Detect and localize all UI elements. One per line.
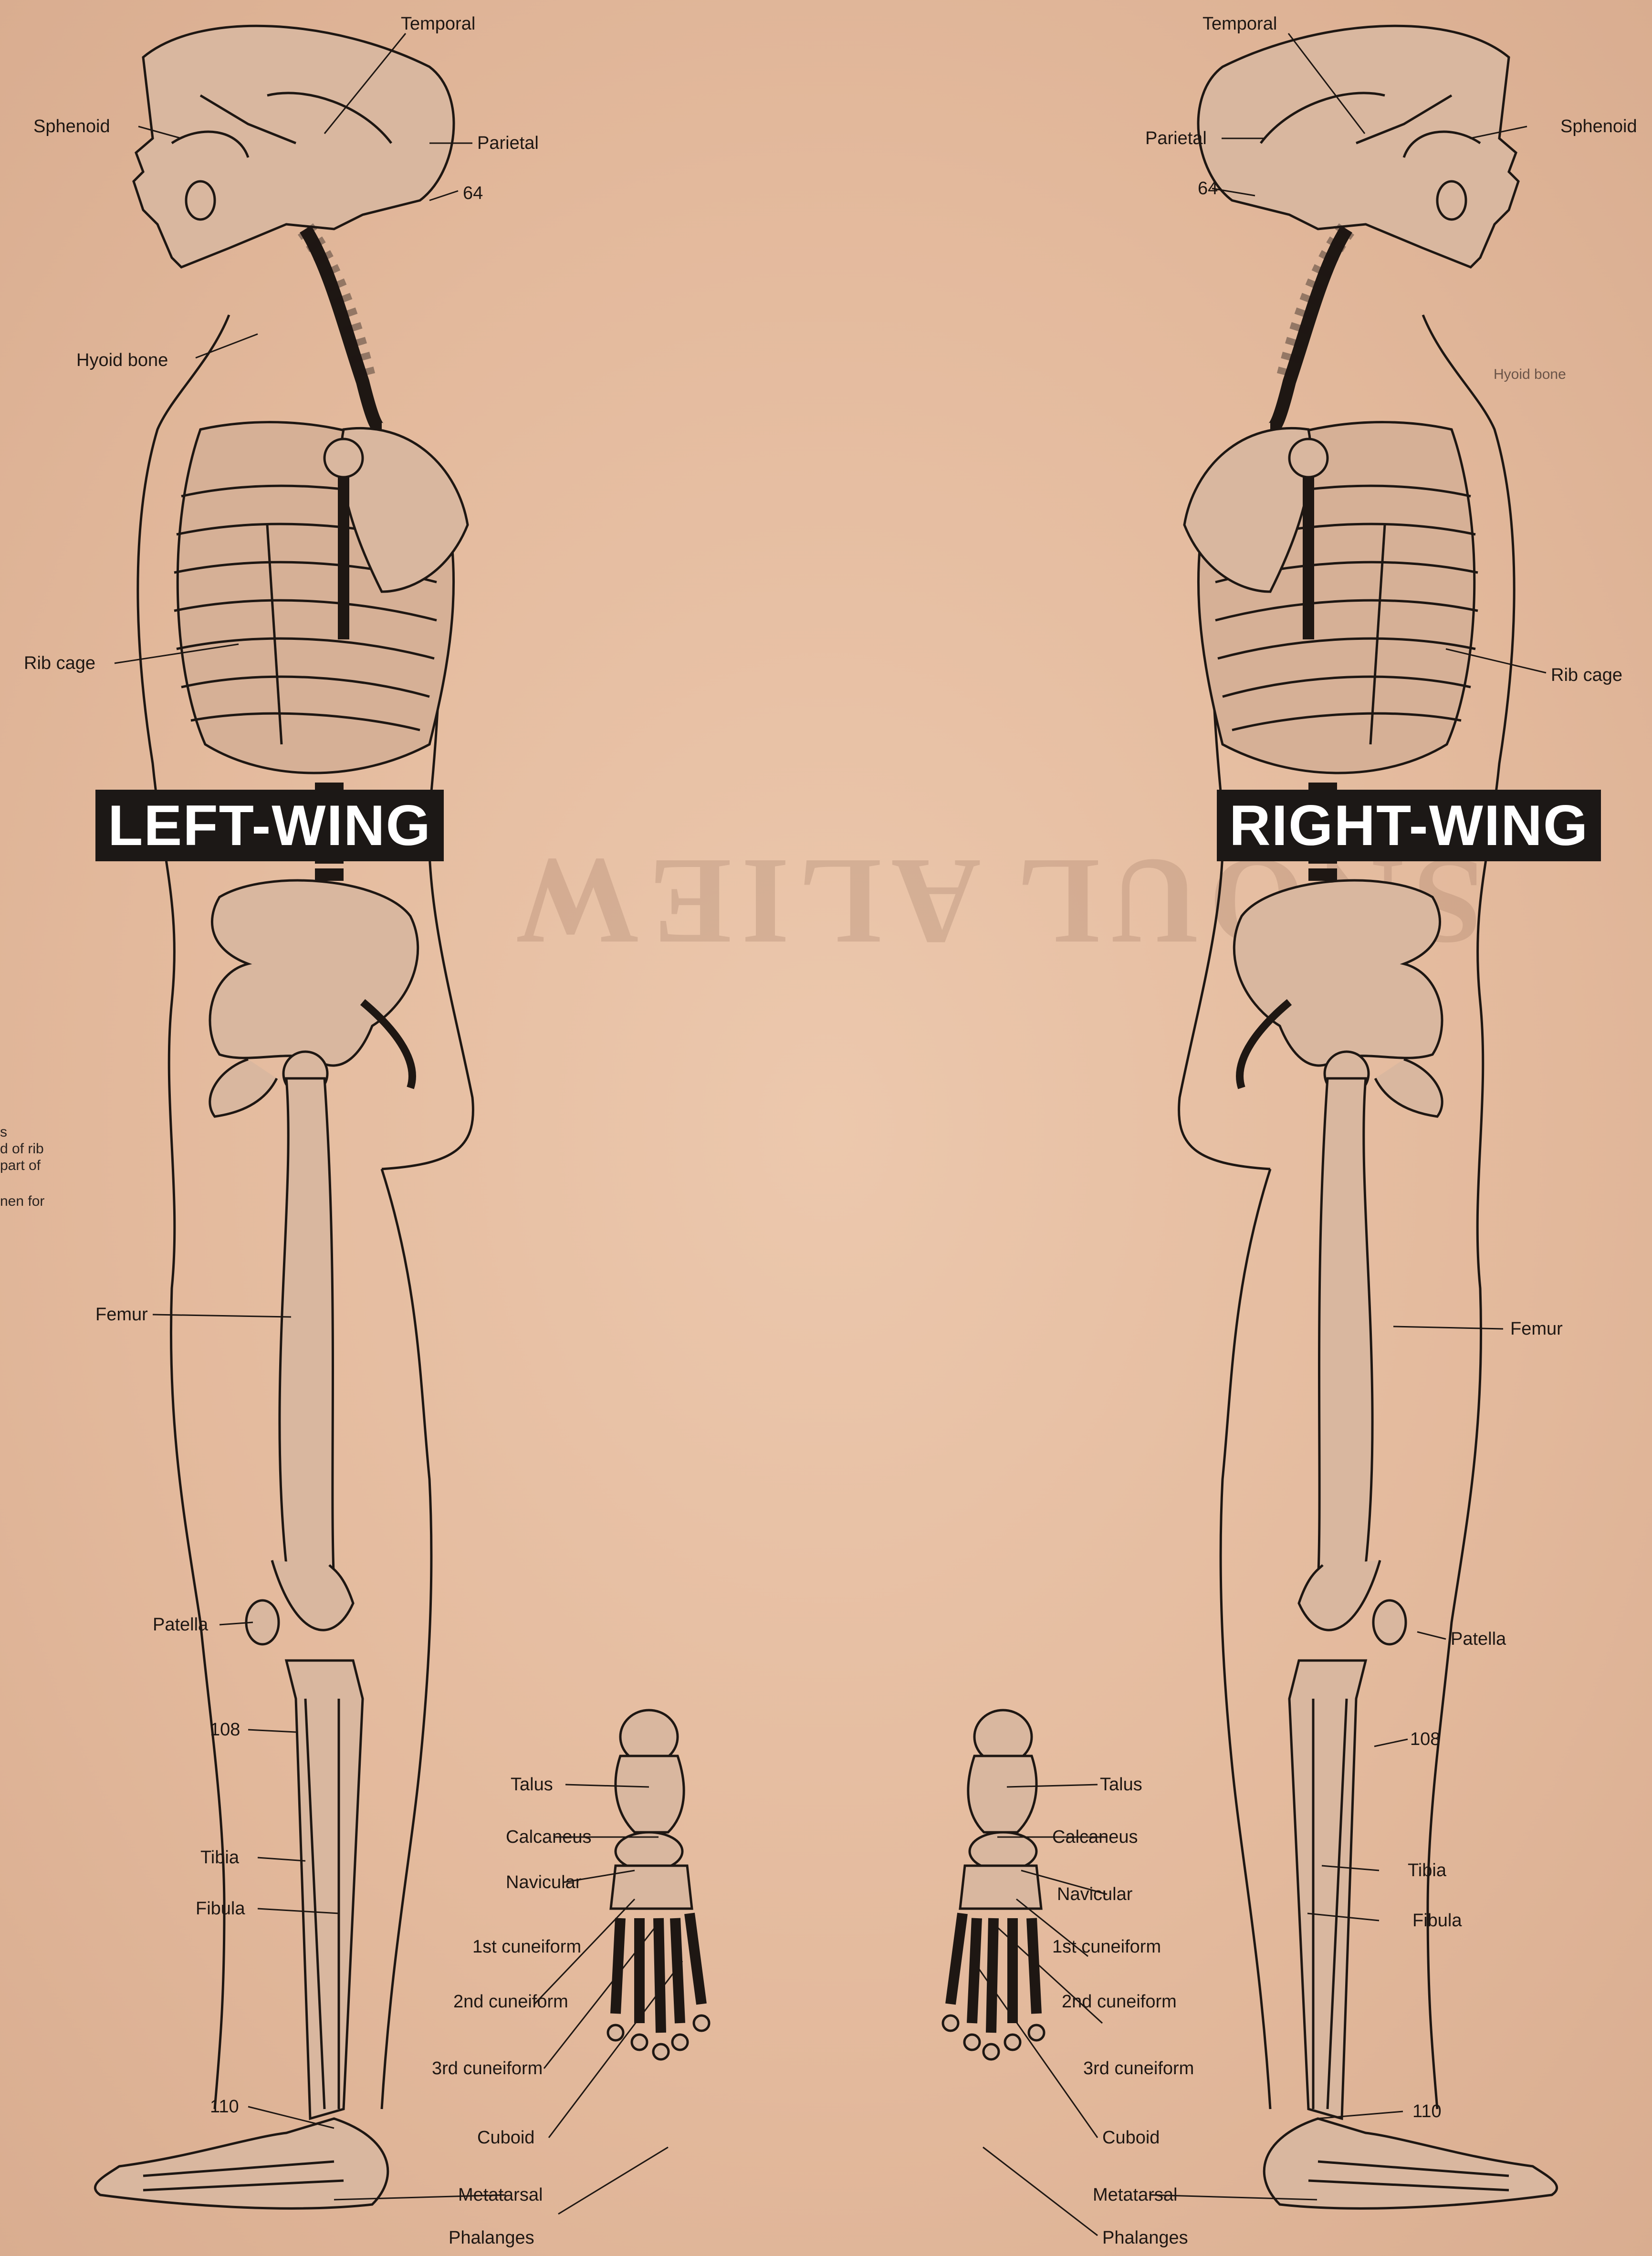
left-label-tibia: Tibia	[200, 1848, 239, 1867]
right-foot-label-cuneiform1: 1st cuneiform	[1052, 1937, 1161, 1956]
margin-text-1: s	[0, 1124, 7, 1141]
left-foot-label-talus: Talus	[511, 1775, 553, 1794]
right-leader-lines	[973, 33, 1546, 2235]
left-wing-banner: LEFT-WING	[95, 790, 444, 861]
right-foot-label-cuneiform2: 2nd cuneiform	[1062, 1992, 1177, 2011]
left-label-rib-cage: Rib cage	[24, 654, 95, 673]
right-label-tibia: Tibia	[1408, 1861, 1446, 1880]
right-skeleton	[1179, 26, 1557, 2208]
right-label-64: 64	[1198, 179, 1218, 198]
left-label-fibula: Fibula	[196, 1899, 245, 1918]
margin-text-3: part of	[0, 1157, 41, 1174]
right-label-hyoid: Hyoid bone	[1494, 365, 1566, 384]
left-label-64: 64	[463, 184, 483, 203]
right-label-rib-cage: Rib cage	[1551, 666, 1622, 685]
left-foot-plantar	[608, 1710, 709, 2059]
right-foot-label-cuboid: Cuboid	[1102, 2128, 1160, 2147]
right-foot-label-navicular: Navicular	[1057, 1885, 1132, 1904]
left-foot-label-calcaneus: Calcaneus	[506, 1828, 592, 1847]
right-foot-label-calcaneus: Calcaneus	[1052, 1828, 1138, 1847]
left-leader-lines	[115, 33, 682, 2214]
right-foot-label-metatarsal: Metatarsal	[1093, 2185, 1177, 2204]
margin-text-2: d of rib	[0, 1140, 44, 1158]
left-foot-label-metatarsal: Metatarsal	[458, 2185, 543, 2204]
right-label-110: 110	[1412, 2102, 1442, 2121]
left-label-sphenoid: Sphenoid	[33, 117, 110, 136]
left-foot-label-cuboid: Cuboid	[477, 2128, 534, 2147]
right-label-patella: Patella	[1451, 1629, 1506, 1649]
left-label-108: 108	[210, 1720, 240, 1739]
right-foot-label-talus: Talus	[1100, 1775, 1142, 1794]
left-label-femur: Femur	[95, 1305, 148, 1324]
left-label-parietal: Parietal	[477, 134, 539, 153]
left-foot-label-cuneiform2: 2nd cuneiform	[453, 1992, 568, 2011]
left-label-hyoid: Hyoid bone	[76, 351, 168, 370]
left-label-patella: Patella	[153, 1615, 208, 1634]
right-label-parietal: Parietal	[1145, 129, 1207, 148]
right-wing-banner: RIGHT-WING	[1217, 790, 1601, 861]
left-foot-label-cuneiform1: 1st cuneiform	[472, 1937, 581, 1956]
right-foot-label-phalanges: Phalanges	[1102, 2228, 1188, 2247]
margin-text-4: nen for	[0, 1193, 44, 1210]
right-label-sphenoid: Sphenoid	[1560, 117, 1637, 136]
right-label-108: 108	[1410, 1730, 1440, 1749]
left-foot-label-cuneiform3: 3rd cuneiform	[432, 2059, 543, 2078]
right-label-temporal: Temporal	[1202, 14, 1277, 33]
left-label-temporal: Temporal	[401, 14, 475, 33]
right-label-femur: Femur	[1510, 1319, 1563, 1338]
left-foot-label-navicular: Navicular	[506, 1873, 581, 1892]
right-label-fibula: Fibula	[1412, 1911, 1462, 1930]
right-foot-label-cuneiform3: 3rd cuneiform	[1083, 2059, 1194, 2078]
right-foot-plantar	[943, 1710, 1044, 2059]
left-label-110: 110	[210, 2097, 239, 2116]
left-foot-label-phalanges: Phalanges	[449, 2228, 534, 2247]
